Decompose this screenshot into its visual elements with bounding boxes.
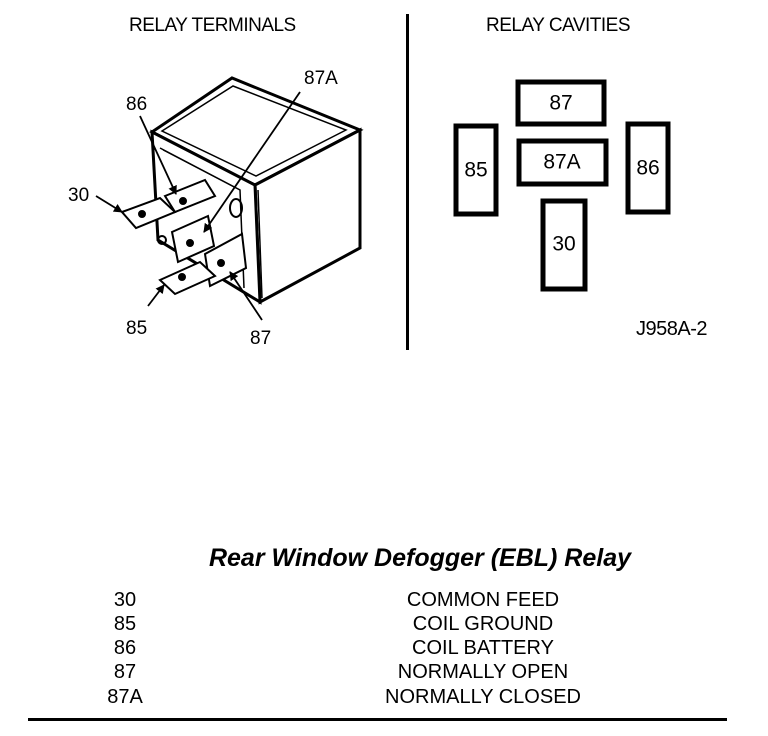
relay-cavities-heading: RELAY CAVITIES	[486, 15, 631, 36]
table-title: Rear Window Defogger (EBL) Relay	[208, 544, 632, 572]
callout-lines	[95, 91, 301, 321]
terminal-description: COIL GROUND	[412, 613, 554, 635]
figure-code: J958A-2	[636, 318, 708, 340]
terminal-label-85: 85	[126, 318, 147, 339]
cavity-87a	[516, 138, 609, 187]
table-row: 87A NORMALLY CLOSED	[0, 686, 768, 710]
bottom-rule	[28, 718, 727, 721]
table-row: 30 COMMON FEED	[0, 589, 768, 613]
terminal-description: COIL BATTERY	[412, 637, 554, 659]
cavity-label-30: 30	[552, 233, 575, 256]
cavity-85	[453, 123, 499, 217]
cavity-label-85: 85	[464, 159, 487, 182]
terminal-number: 87	[113, 661, 137, 683]
relay-cavities-drawing: 87 85 87A 86 30	[453, 79, 671, 292]
table-row: 87 NORMALLY OPEN	[0, 661, 768, 685]
cavity-30	[540, 198, 588, 292]
section-divider	[406, 14, 409, 350]
terminal-description: NORMALLY OPEN	[397, 661, 569, 683]
terminal-label-87: 87	[250, 328, 271, 349]
terminal-description: NORMALLY CLOSED	[385, 686, 581, 708]
table-row: 85 COIL GROUND	[0, 613, 768, 637]
terminal-label-86: 86	[126, 94, 147, 115]
relay-terminals-heading: RELAY TERMINALS	[129, 15, 296, 36]
terminal-number: 30	[113, 589, 137, 611]
terminal-blades	[120, 178, 248, 296]
cavity-label-87a: 87A	[543, 151, 580, 174]
terminal-number: 87A	[107, 686, 143, 708]
terminal-label-30: 30	[68, 185, 89, 206]
cavity-86	[625, 121, 671, 215]
terminal-number: 86	[113, 637, 137, 659]
cavity-label-86: 86	[636, 157, 659, 180]
table-row: 86 COIL BATTERY	[0, 637, 768, 661]
terminal-number: 85	[113, 613, 137, 635]
cavity-label-87: 87	[549, 92, 572, 115]
terminal-description: COMMON FEED	[406, 589, 560, 611]
terminal-label-87a: 87A	[304, 68, 338, 89]
relay-terminals-drawing: 86 87A 30 85 87	[68, 68, 364, 349]
cavity-87	[515, 79, 607, 127]
